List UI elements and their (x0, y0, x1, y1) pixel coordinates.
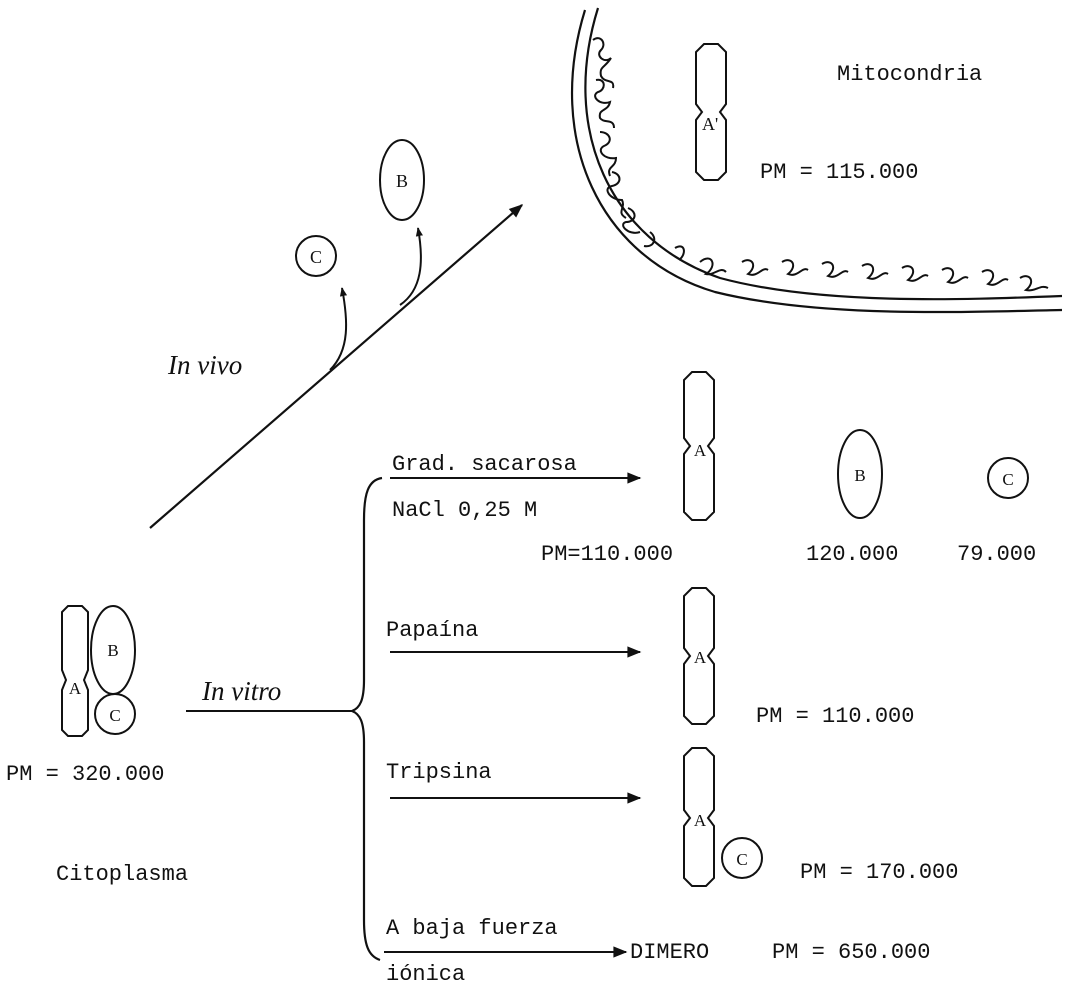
complex-subunit-a-label: A (69, 679, 82, 698)
treatment-3-subunit-a-label: A (694, 811, 707, 830)
treatment-3-mw: PM = 170.000 (800, 860, 958, 885)
complex-subunit-a (62, 606, 88, 736)
treatment-1-mw-b: 120.000 (806, 542, 898, 567)
treatment-4-mw: PM = 650.000 (772, 940, 930, 965)
treatment-1-mw-a: PM=110.000 (541, 542, 673, 567)
complex-mw-label: PM = 320.000 (6, 762, 164, 787)
treatment-1-condition-1: Grad. sacarosa (392, 452, 577, 477)
treatment-2-condition-1: Papaína (386, 618, 478, 643)
treatment-4-condition-1: A baja fuerza (386, 916, 558, 941)
in-vitro-brace (352, 478, 382, 960)
in-vitro-label: In vitro (201, 676, 281, 706)
treatment-3-condition-1: Tripsina (386, 760, 492, 785)
mito-mw-label: PM = 115.000 (760, 160, 918, 185)
treatment-1-subunit-a-label: A (694, 441, 707, 460)
in-vivo-subunit-b-label: B (396, 171, 408, 191)
complex-subunit-c-label: C (109, 706, 120, 725)
in-vivo-branch-b-arrow (400, 228, 421, 305)
treatment-3-subunit-c-label: C (736, 850, 747, 869)
treatment-2-subunit-a-label: A (694, 648, 707, 667)
mitochondria-label: Mitocondria (837, 62, 982, 87)
mito-subunit-label: A' (702, 114, 718, 134)
treatment-1-subunit-c-label: C (1002, 470, 1013, 489)
treatment-4-product: DIMERO (630, 940, 709, 965)
treatment-1-mw-c: 79.000 (957, 542, 1036, 567)
treatment-2-mw: PM = 110.000 (756, 704, 914, 729)
treatment-1-subunit-b-label: B (854, 466, 865, 485)
in-vivo-branch-c-arrow (330, 288, 346, 370)
mito-subunit-a-prime (696, 44, 726, 180)
treatment-1-condition-2: NaCl 0,25 M (392, 498, 537, 523)
in-vivo-subunit-c-label: C (310, 247, 322, 267)
complex-subunit-b-label: B (107, 641, 118, 660)
cytoplasm-label: Citoplasma (56, 862, 188, 887)
in-vivo-label: In vivo (167, 350, 242, 380)
treatment-4-condition-2: iónica (386, 962, 465, 987)
